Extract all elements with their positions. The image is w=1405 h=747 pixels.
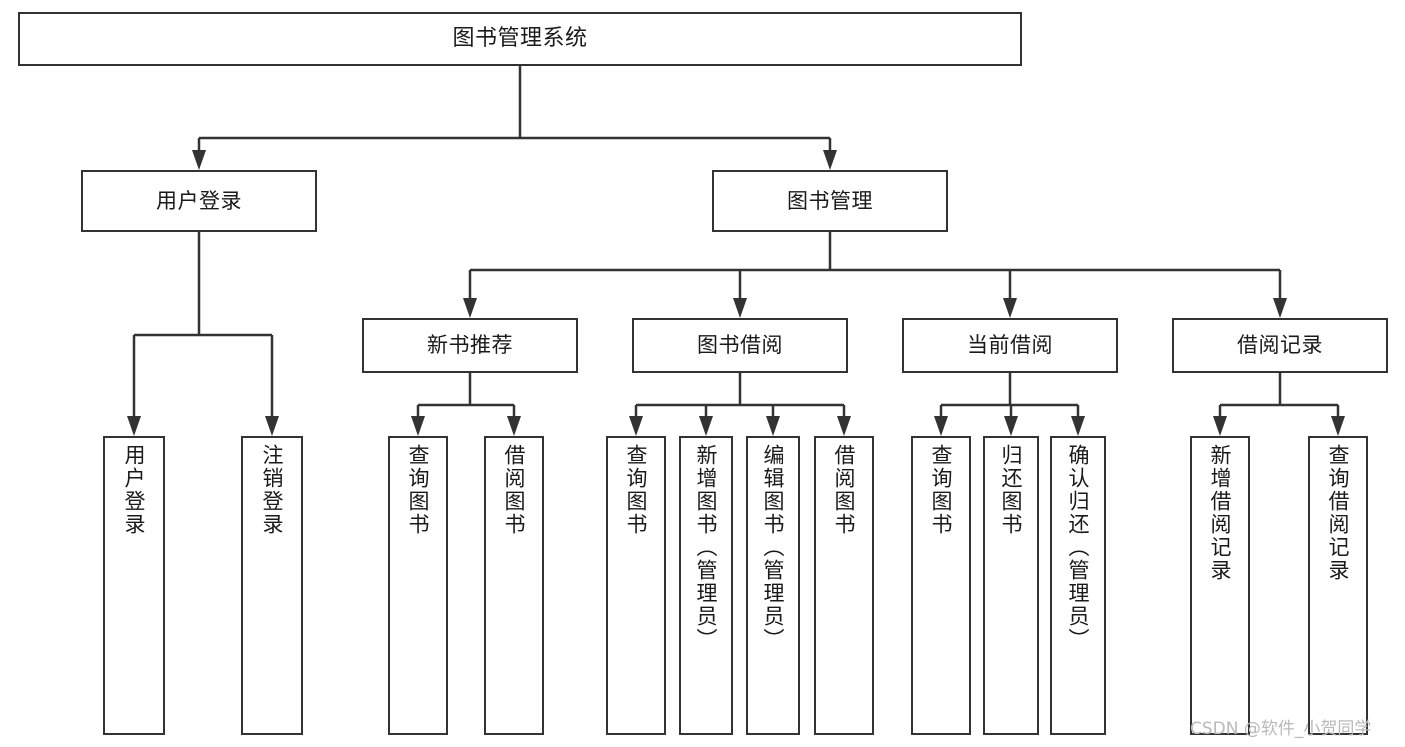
node-book_mgmt[interactable]: 图书管理 [712,170,948,232]
node-leaf_11[interactable]: 确认归还（管理员） [1050,436,1106,735]
node-label: 用户登录 [156,188,242,213]
node-leaf_5[interactable]: 查询图书 [606,436,666,735]
node-leaf_7[interactable]: 编辑图书（管理员） [746,436,800,735]
connector-arrowhead [1003,298,1017,318]
connector-arrowhead [192,150,206,170]
node-label: 查询图书 [624,444,649,536]
node-label: 归还图书 [999,444,1024,536]
node-label: 查询图书 [929,444,954,536]
node-label: 查询图书 [406,444,431,536]
node-leaf_3[interactable]: 查询图书 [388,436,448,735]
connector-arrowhead [1004,416,1018,436]
node-root[interactable]: 图书管理系统 [18,12,1022,66]
connector-arrowhead [629,416,643,436]
node-leaf_6[interactable]: 新增图书（管理员） [679,436,733,735]
node-leaf_10[interactable]: 归还图书 [983,436,1039,735]
connector-arrowhead [837,416,851,436]
node-label: 新增借阅记录 [1208,444,1233,582]
connector-arrowhead [1273,298,1287,318]
node-label: 图书借阅 [697,333,783,358]
node-label: 图书管理 [787,188,873,213]
connector-arrowhead [699,416,713,436]
node-label: 确认归还（管理员） [1066,444,1091,651]
connector-arrowhead [934,416,948,436]
node-records[interactable]: 借阅记录 [1172,318,1388,373]
node-label: 借阅图书 [502,444,527,536]
connector-arrowhead [127,416,141,436]
connector-arrowhead [1213,416,1227,436]
node-label: 注销登录 [260,444,285,536]
node-leaf_8[interactable]: 借阅图书 [814,436,874,735]
connector-arrowhead [1071,416,1085,436]
node-new_rec[interactable]: 新书推荐 [362,318,578,373]
node-label: 借阅图书 [832,444,857,536]
node-label: 新增图书（管理员） [694,444,719,651]
node-label: 图书管理系统 [452,26,588,52]
connector-arrowhead [766,416,780,436]
node-current[interactable]: 当前借阅 [902,318,1118,373]
node-label: 新书推荐 [427,333,513,358]
connector-arrowhead [463,298,477,318]
connector-arrowhead [507,416,521,436]
node-borrow[interactable]: 图书借阅 [632,318,848,373]
connector-arrowhead [411,416,425,436]
node-leaf_12[interactable]: 新增借阅记录 [1190,436,1250,735]
node-leaf_9[interactable]: 查询图书 [911,436,971,735]
node-label: 查询借阅记录 [1326,444,1351,582]
node-label: 编辑图书（管理员） [761,444,786,651]
node-label: 当前借阅 [967,333,1053,358]
node-leaf_4[interactable]: 借阅图书 [484,436,544,735]
node-label: 用户登录 [122,444,147,536]
watermark: CSDN @软件_小贺同学 [1190,719,1372,739]
connector-arrowhead [265,416,279,436]
node-leaf_1[interactable]: 用户登录 [103,436,165,735]
node-leaf_2[interactable]: 注销登录 [241,436,303,735]
connector-arrowhead [823,150,837,170]
node-leaf_13[interactable]: 查询借阅记录 [1308,436,1368,735]
connector-arrowhead [1331,416,1345,436]
connector-arrowhead [733,298,747,318]
node-label: 借阅记录 [1237,333,1323,358]
node-user_login[interactable]: 用户登录 [81,170,317,232]
